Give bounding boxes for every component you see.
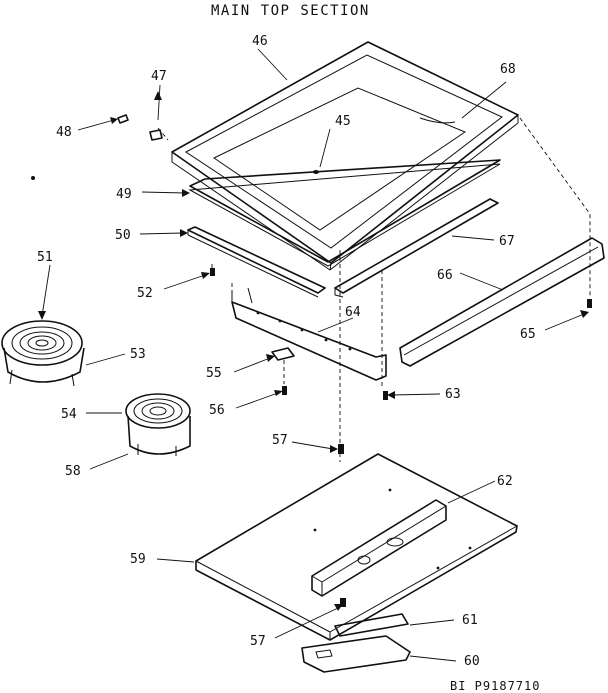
label-47: 47 — [151, 69, 167, 84]
gasket — [188, 159, 501, 267]
label-58: 58 — [65, 464, 81, 479]
clip-47 — [149, 129, 163, 141]
part-labels: 46 68 45 47 48 49 50 67 51 66 52 64 65 5… — [37, 34, 536, 669]
label-57-bottom: 57 — [250, 634, 266, 649]
label-46: 46 — [252, 34, 268, 49]
label-68: 68 — [500, 62, 516, 77]
label-60: 60 — [464, 654, 480, 669]
label-62: 62 — [497, 474, 513, 489]
channel — [311, 499, 447, 597]
label-54: 54 — [61, 407, 77, 422]
label-56: 56 — [209, 403, 225, 418]
screw-57-bottom — [340, 598, 346, 607]
right-rail — [334, 198, 499, 298]
bracket — [231, 287, 387, 381]
label-53: 53 — [130, 347, 146, 362]
screw-57-top — [338, 444, 344, 454]
bottom-plate-60 — [301, 635, 411, 673]
small-surface-element — [125, 393, 191, 456]
screw-48 — [117, 114, 129, 124]
screw-63 — [383, 391, 388, 400]
label-64: 64 — [345, 305, 361, 320]
label-51: 51 — [37, 250, 53, 265]
label-48: 48 — [56, 125, 72, 140]
leader-lines — [38, 48, 589, 662]
screw-65 — [587, 299, 592, 308]
label-66: 66 — [437, 268, 453, 283]
bottom-plate-61 — [334, 613, 409, 637]
right-trim — [399, 237, 605, 367]
label-59: 59 — [130, 552, 146, 567]
label-52: 52 — [137, 286, 153, 301]
screw-56 — [282, 386, 287, 395]
label-67: 67 — [499, 234, 515, 249]
label-55: 55 — [206, 366, 222, 381]
clip-55 — [271, 347, 295, 361]
label-49: 49 — [116, 187, 132, 202]
left-rail — [187, 226, 326, 298]
label-50: 50 — [115, 228, 131, 243]
label-45: 45 — [335, 114, 351, 129]
diagram-title: MAIN TOP SECTION — [211, 3, 370, 19]
bottom-pan — [195, 453, 518, 641]
main-top-frame — [171, 41, 519, 271]
label-65: 65 — [520, 327, 536, 342]
loose-point — [31, 176, 35, 180]
label-63: 63 — [445, 387, 461, 402]
label-57-top: 57 — [272, 433, 288, 448]
reference-code: BI P9187710 — [450, 679, 540, 693]
screw-52 — [210, 268, 215, 276]
label-61: 61 — [462, 613, 478, 628]
large-surface-element — [1, 320, 85, 387]
